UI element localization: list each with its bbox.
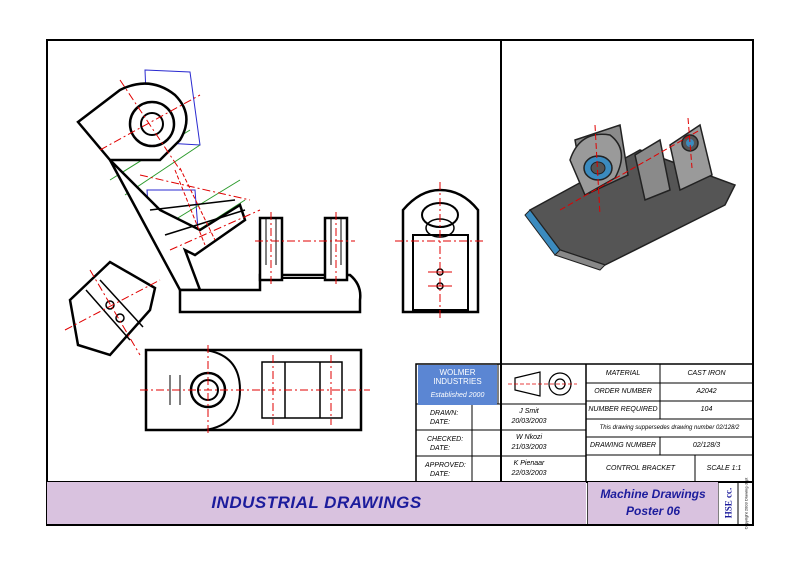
projection-symbol-icon [508, 371, 577, 397]
front-view [178, 212, 362, 314]
supersedes-note: This drawing suppersedes drawing number … [599, 425, 740, 431]
side-view [395, 182, 485, 320]
plan-view [140, 345, 370, 435]
approved-date-label: DATE: [430, 471, 451, 478]
hse-logo: HSE cc. [723, 487, 733, 519]
poster-subtitle-line2: Poster 06 [625, 504, 681, 518]
drawn-label: DRAWN: [430, 410, 459, 417]
sheet-border [46, 39, 754, 526]
checked-date: 21/03/2003 [511, 444, 547, 451]
checked-label: CHECKED: [427, 436, 464, 443]
part-name: CONTROL BRACKET [605, 464, 676, 472]
drawn-name: J Smit [519, 408, 539, 415]
copyright-note: Copyright 2003 Drawing dept [743, 477, 748, 529]
approved-label: APPROVED: [425, 462, 466, 469]
poster-subtitle-line1: Machine Drawings [600, 487, 706, 501]
rotated-section-view [64, 260, 161, 357]
title-banner [47, 482, 586, 524]
auxiliary-view [76, 69, 261, 292]
material-value: CAST IRON [687, 369, 726, 377]
poster-banner [588, 482, 718, 524]
company-established: Established 2000 [430, 391, 485, 399]
material-label: MATERIAL [605, 369, 641, 377]
approved-name: K Pienaar [513, 460, 545, 467]
isometric-view [524, 117, 737, 271]
drawn-date-label: DATE: [430, 419, 451, 426]
scale-value: SCALE 1:1 [706, 464, 742, 472]
drawing-number-label: DRAWING NUMBER [590, 442, 656, 449]
drawing-number-value: 02/128/3 [692, 442, 721, 449]
order-label: ORDER NUMBER [594, 388, 652, 395]
drawn-date: 20/03/2003 [511, 418, 547, 425]
quantity-label: NUMBER REQUIRED [588, 406, 658, 413]
quantity-value: 104 [700, 406, 713, 413]
company-name: WOLMER INDUSTRIES [433, 368, 482, 386]
approved-date: 22/03/2003 [511, 470, 547, 477]
checked-date-label: DATE: [430, 445, 451, 452]
poster-title: INDUSTRIAL DRAWINGS [211, 493, 422, 512]
company-box [418, 365, 497, 405]
order-value: A2042 [696, 388, 717, 395]
checked-name: W Nkozi [515, 434, 543, 441]
